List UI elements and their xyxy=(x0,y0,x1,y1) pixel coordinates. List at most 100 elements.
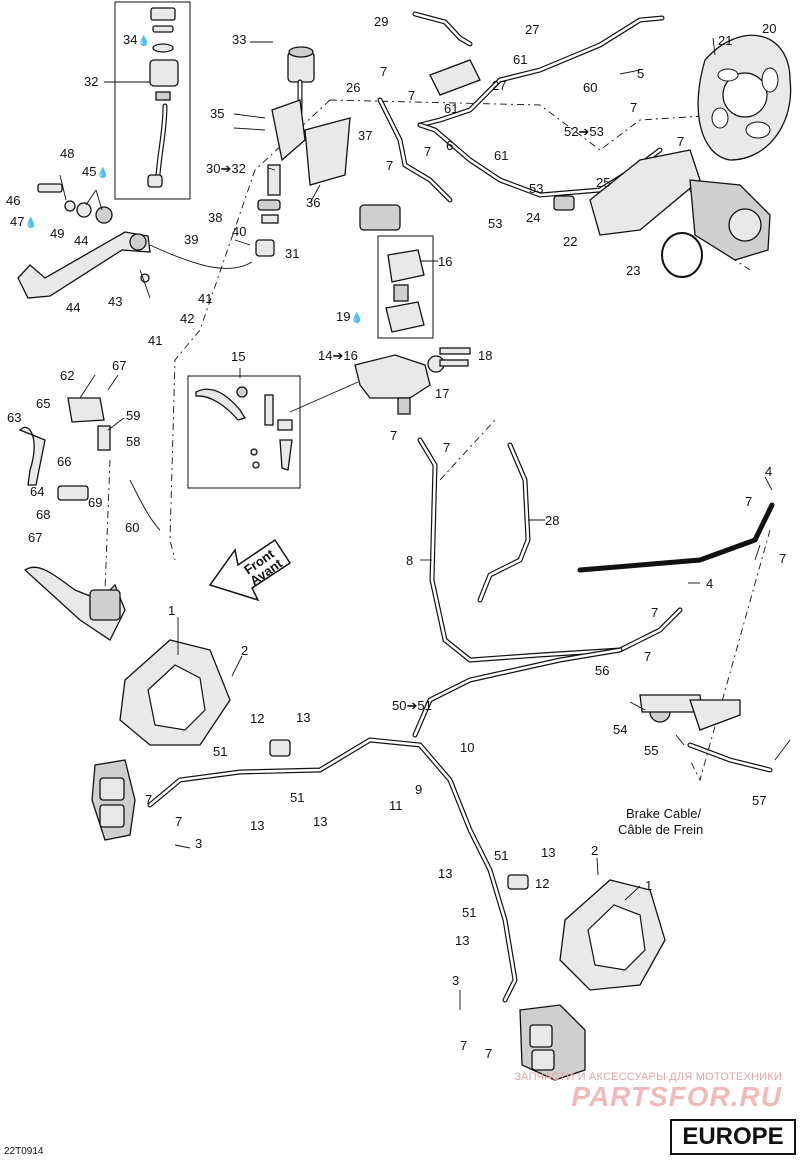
callout-25: 25 xyxy=(596,175,610,190)
callout-5: 5 xyxy=(637,66,644,81)
callout-7: 7 xyxy=(651,605,658,620)
callout-58: 58 xyxy=(126,434,140,449)
brake-distributor-bracket xyxy=(639,694,791,773)
callout-16: 16 xyxy=(438,254,452,269)
callout-53: 53 xyxy=(529,181,543,196)
callout-35: 35 xyxy=(210,106,224,121)
callout-37: 37 xyxy=(358,128,372,143)
callout-labels: 1 2 3 7 7 12 13 51 13 51 13 50➔51 10 9 1… xyxy=(6,14,786,1061)
callout-41: 41 xyxy=(198,291,212,306)
callout-27: 27 xyxy=(492,78,506,93)
rear-brake-caliper xyxy=(553,149,771,278)
callout-13: 13 xyxy=(455,933,469,948)
callout-22: 22 xyxy=(563,234,577,249)
callout-7: 7 xyxy=(145,792,152,807)
callout-47: 47💧 xyxy=(10,214,37,229)
routing-dash-line xyxy=(689,529,771,782)
callout-67: 67 xyxy=(28,530,42,545)
lower-brake-lines xyxy=(147,647,623,1003)
callout-62: 62 xyxy=(60,368,74,383)
callout-54: 54 xyxy=(613,722,627,737)
routing-dash-line xyxy=(439,419,496,481)
callout-33: 33 xyxy=(232,32,246,47)
callout-44: 44 xyxy=(66,300,80,315)
callout-12: 12 xyxy=(250,711,264,726)
callout-46: 46 xyxy=(6,193,20,208)
callout-68: 68 xyxy=(36,507,50,522)
callout-45: 45💧 xyxy=(82,164,109,179)
callout-7: 7 xyxy=(779,551,786,566)
callout-13: 13 xyxy=(250,818,264,833)
callout-12: 12 xyxy=(535,876,549,891)
callout-57: 57 xyxy=(752,793,766,808)
brake-line-right xyxy=(577,502,775,573)
callout-1: 1 xyxy=(645,878,652,893)
callout-69: 69 xyxy=(88,495,102,510)
callout-4: 4 xyxy=(706,576,713,591)
callout-38: 38 xyxy=(208,210,222,225)
callout-61: 61 xyxy=(513,52,527,67)
front-brake-lever-kit xyxy=(195,386,293,471)
callout-9: 9 xyxy=(415,782,422,797)
callout-50-51: 50➔51 xyxy=(392,698,432,713)
callout-56: 56 xyxy=(595,663,609,678)
callout-7: 7 xyxy=(485,1046,492,1061)
callout-19: 19💧 xyxy=(336,309,363,324)
callout-52-53: 52➔53 xyxy=(564,124,604,139)
front-left-caliper xyxy=(91,759,136,841)
callout-27: 27 xyxy=(525,22,539,37)
callout-11: 11 xyxy=(389,798,403,813)
watermark-brand: PARTSFOR.RU xyxy=(571,1081,782,1112)
callout-29: 29 xyxy=(374,14,388,29)
callout-14-16: 14➔16 xyxy=(318,348,358,363)
callout-67: 67 xyxy=(112,358,126,373)
hose-clip xyxy=(507,874,529,890)
callout-60: 60 xyxy=(583,80,597,95)
callout-7: 7 xyxy=(380,64,387,79)
callout-32: 32 xyxy=(84,74,98,89)
rear-reservoir-assembly xyxy=(147,7,179,188)
routing-dash-line xyxy=(169,99,331,561)
region-badge: EUROPE xyxy=(670,1119,796,1155)
rear-master-cylinder xyxy=(255,46,351,257)
callout-59: 59 xyxy=(126,408,140,423)
callout-49: 49 xyxy=(50,226,64,241)
callout-7: 7 xyxy=(390,428,397,443)
callout-6: 6 xyxy=(446,138,453,153)
callout-7: 7 xyxy=(175,814,182,829)
callout-15: 15 xyxy=(231,349,245,364)
callout-13: 13 xyxy=(541,845,555,860)
callout-36: 36 xyxy=(306,195,320,210)
callout-28: 28 xyxy=(545,513,559,528)
routing-dash-line xyxy=(104,459,111,591)
callout-55: 55 xyxy=(644,743,658,758)
brake-cable-label-fr: Câble de Frein xyxy=(618,822,703,837)
watermark-tagline: ЗАПЧАСТИ И АКСЕССУАРЫ ДЛЯ МОТОТЕХНИКИ xyxy=(514,1071,782,1083)
rear-brake-disc xyxy=(697,34,792,161)
callout-21: 21 xyxy=(718,33,732,48)
callout-39: 39 xyxy=(184,232,198,247)
callout-7: 7 xyxy=(644,649,651,664)
callout-48: 48 xyxy=(60,146,74,161)
leader-lines xyxy=(79,37,773,1010)
callout-8: 8 xyxy=(406,553,413,568)
front-right-caliper xyxy=(519,1004,586,1081)
heat-shield xyxy=(429,59,481,96)
callout-61: 61 xyxy=(444,101,458,116)
callout-51: 51 xyxy=(290,790,304,805)
callout-13: 13 xyxy=(438,866,452,881)
callout-2: 2 xyxy=(591,843,598,858)
callout-65: 65 xyxy=(36,396,50,411)
callout-7: 7 xyxy=(408,88,415,103)
callout-40: 40 xyxy=(232,224,246,239)
callout-2: 2 xyxy=(241,643,248,658)
callout-26: 26 xyxy=(346,80,360,95)
callout-61: 61 xyxy=(494,148,508,163)
hose-clip xyxy=(269,739,291,757)
callout-42: 42 xyxy=(180,311,194,326)
callout-7: 7 xyxy=(677,134,684,149)
callout-13: 13 xyxy=(313,814,327,829)
callout-64: 64 xyxy=(30,484,44,499)
callout-23: 23 xyxy=(626,263,640,278)
